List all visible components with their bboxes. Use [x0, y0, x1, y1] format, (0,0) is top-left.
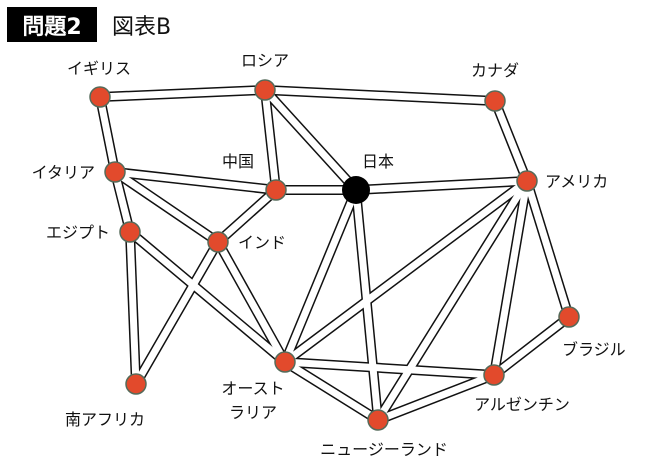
edge-fill-russia-japan [262, 87, 359, 193]
node-label-uk: イギリス [67, 59, 131, 78]
node-china [265, 179, 287, 201]
edge-fill-italy-india [113, 169, 220, 245]
node-nz [367, 409, 389, 431]
edge-fill-uk-russia [99, 86, 266, 101]
edge-fill-usa-argentina [490, 180, 531, 376]
edge-fill-india-safrica [132, 240, 222, 386]
node-label-japan: 日本 [362, 152, 394, 171]
edge-fill-japan-australia [281, 188, 360, 364]
edge-fill-uk-italy [96, 96, 119, 173]
node-label-nz: ニュージーランド [320, 440, 448, 459]
node-italy [104, 161, 126, 183]
node-india [207, 231, 229, 253]
edge-fill-india-australia [214, 240, 289, 364]
node-label-australia-line1: ラリア [229, 403, 277, 422]
edge-fill-china-india [215, 187, 279, 245]
node-label-italy: イタリア [32, 163, 95, 182]
edge-fill-italy-china [114, 168, 277, 194]
node-label-china: 中国 [222, 152, 254, 171]
edge-fill-russia-canada [264, 86, 496, 105]
edge-fill-australia-nz [283, 359, 380, 423]
node-label-egypt: エジプト [46, 223, 110, 242]
node-argentina [483, 364, 505, 386]
edge-fill-brazil-argentina [491, 314, 572, 378]
node-label-india: インド [238, 233, 286, 252]
node-japan [342, 176, 370, 204]
node-uk [89, 86, 111, 108]
edge-fill-egypt-australia [127, 229, 288, 365]
edge-fill-egypt-safrica [126, 231, 140, 385]
node-canada [484, 90, 506, 112]
node-australia [274, 351, 296, 373]
node-label-australia-line0: オースト [221, 379, 284, 398]
node-brazil [558, 306, 580, 328]
edge-fill-usa-nz [375, 179, 530, 422]
node-label-brazil: ブラジル [562, 340, 626, 359]
question-badge: 問題2 [7, 7, 97, 42]
edge-fill-usa-brazil [523, 179, 573, 319]
node-usa [516, 170, 538, 192]
node-russia [254, 79, 276, 101]
node-label-russia: ロシア [241, 51, 289, 70]
node-label-usa: アメリカ [545, 172, 608, 191]
node-label-safrica: 南アフリカ [65, 410, 145, 429]
figure-title: 図表B [112, 15, 172, 40]
edge-fill-australia-argentina [284, 358, 495, 379]
node-egypt [119, 221, 141, 243]
node-safrica [125, 373, 147, 395]
edge-fill-nz-argentina [376, 371, 496, 424]
edge-fill-japan-usa [355, 177, 528, 194]
node-label-argentina: アルゼンチン [474, 395, 570, 414]
edge-fill-canada-usa [491, 99, 531, 183]
node-label-canada: カナダ [471, 61, 519, 80]
edge-fill-russia-china [261, 89, 280, 191]
edge-fill-usa-australia [282, 178, 530, 365]
